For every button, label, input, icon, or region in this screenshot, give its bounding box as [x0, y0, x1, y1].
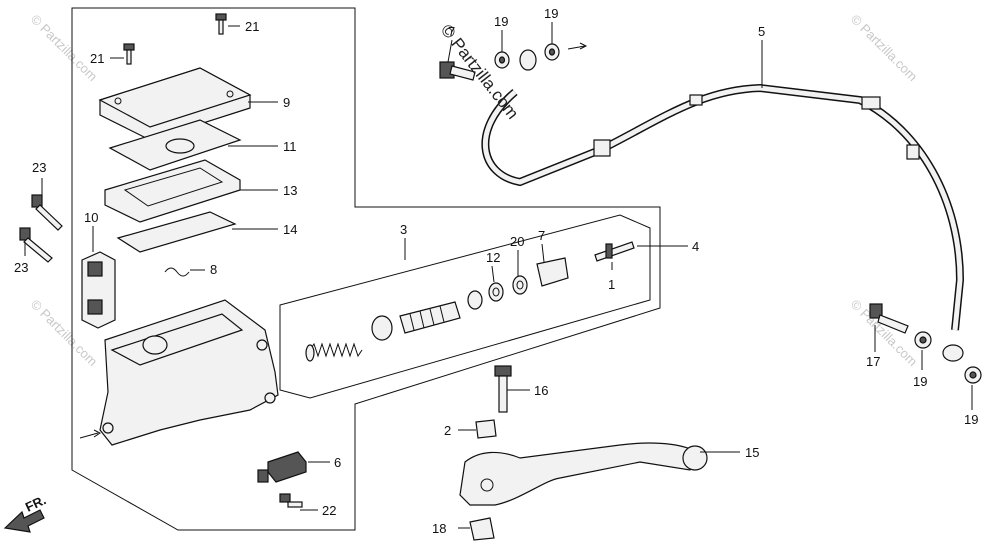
direction-label: FR. [23, 492, 48, 514]
reservoir-cap [98, 67, 252, 141]
watermark-mid-right: © Partzilla.com [848, 297, 921, 370]
callout-17: 17 [866, 354, 880, 369]
lever-screw [469, 517, 495, 541]
callout-13: 13 [283, 183, 297, 198]
watermark-top-left: © Partzilla.com [28, 12, 101, 85]
piston-spring [305, 342, 363, 362]
pivot-bolt [494, 365, 512, 413]
callout-12: 12 [486, 250, 500, 265]
watermark-top-right: © Partzilla.com [848, 12, 921, 85]
screw-21-top [215, 13, 227, 35]
washer-19-right-b [964, 366, 982, 384]
callout-9: 9 [283, 95, 290, 110]
callout-14: 14 [283, 222, 297, 237]
callout-5: 5 [758, 24, 765, 39]
washer-19-top-a [494, 51, 510, 69]
callout-20: 20 [510, 234, 524, 249]
callout-labels: 21 21 9 11 13 14 8 10 23 23 3 12 20 7 1 … [14, 6, 978, 536]
callout-21-top: 21 [245, 19, 259, 34]
callout-2: 2 [444, 423, 451, 438]
bolt-23-upper [31, 194, 63, 231]
callout-6: 6 [334, 455, 341, 470]
arrow-line-top [567, 45, 586, 50]
callout-23-lower: 23 [14, 260, 28, 275]
leader-lines [24, 22, 973, 529]
circlip-20 [512, 275, 528, 295]
clutch-lever [459, 442, 708, 506]
holder-clamp [81, 251, 116, 329]
callout-10: 10 [84, 210, 98, 225]
diaphragm [104, 159, 241, 223]
callout-4: 4 [692, 239, 699, 254]
callout-19-top-b: 19 [544, 6, 558, 21]
boot-7 [536, 257, 569, 287]
washer-19-right-a [914, 331, 932, 349]
banjo-bolt-17 [869, 303, 909, 334]
primary-cup [371, 315, 393, 341]
callout-23-upper: 23 [32, 160, 46, 175]
bolt-23-lower [19, 227, 53, 263]
callout-18: 18 [432, 521, 446, 536]
retaining-clip [164, 267, 190, 277]
callout-22: 22 [322, 503, 336, 518]
master-cylinder-body [79, 299, 279, 446]
callout-19-right-a: 19 [913, 374, 927, 389]
callout-21-left: 21 [90, 51, 104, 66]
push-rod [594, 241, 635, 262]
callout-15: 15 [745, 445, 759, 460]
callout-7-bolt: 7 [448, 24, 455, 39]
master-cylinder-frame [71, 7, 661, 531]
front-direction-indicator: FR. [3, 492, 48, 533]
screw-21-left [123, 43, 135, 65]
float-gasket [116, 211, 237, 253]
piston [399, 301, 461, 334]
arrow-head-top [579, 42, 588, 50]
washer-12 [488, 282, 504, 302]
pivot-collar [475, 419, 497, 439]
callout-3: 3 [400, 222, 407, 237]
callout-1: 1 [608, 277, 615, 292]
callout-11: 11 [283, 139, 297, 154]
brake-switch [257, 451, 307, 483]
switch-screw [279, 493, 303, 508]
callout-7-boot: 7 [538, 228, 545, 243]
callout-16: 16 [534, 383, 548, 398]
washer-19-top-b [544, 43, 560, 61]
clutch-hose [481, 83, 965, 362]
hose-fitting [519, 49, 537, 71]
callout-19-top-a: 19 [494, 14, 508, 29]
callout-8: 8 [210, 262, 217, 277]
piston-kit-frame [279, 214, 651, 399]
banjo-bolt-top [439, 61, 476, 81]
diaphragm-plate [108, 119, 242, 171]
secondary-cup [467, 290, 483, 310]
callout-19-right-b: 19 [964, 412, 978, 427]
